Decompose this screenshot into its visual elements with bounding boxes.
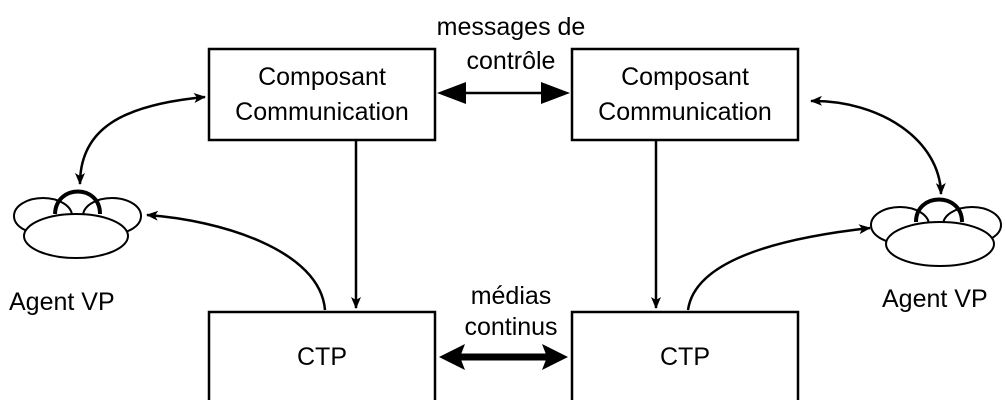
control-arrow-head-left	[437, 82, 466, 104]
arrow-agent-left-comp-left	[75, 93, 206, 185]
composant-right-line1: Composant	[621, 63, 749, 91]
control-arrow-head-right	[541, 82, 570, 104]
ctp-left-box	[207, 310, 437, 400]
ctp-left-label: CTP	[297, 343, 347, 371]
ctp-right-label: CTP	[660, 343, 710, 371]
agent-left-cloud	[13, 189, 142, 259]
ctp-right-box	[570, 310, 800, 400]
composant-right-line2: Communication	[598, 98, 772, 126]
agent-right-cloud	[870, 197, 1002, 267]
media-label-line2: continus	[464, 313, 557, 341]
composant-communication-right-box	[570, 47, 800, 142]
composant-left-line1: Composant	[258, 63, 386, 91]
arrow-ctp-left-to-agent-left	[146, 210, 327, 311]
control-label-line1: messages de	[437, 13, 586, 41]
agent-left-label: Agent VP	[9, 288, 115, 316]
arrow-ctp-right-to-agent-right	[686, 224, 871, 311]
media-arrow-head-right	[542, 344, 568, 370]
composant-communication-left-box	[207, 47, 437, 142]
arrow-comp-right-agent-right	[810, 95, 946, 195]
agent-right-label: Agent VP	[882, 285, 988, 313]
media-label-line1: médias	[471, 282, 552, 310]
composant-left-line2: Communication	[235, 98, 409, 126]
media-arrow-head-left	[439, 344, 465, 370]
control-label-line2: contrôle	[467, 47, 556, 75]
